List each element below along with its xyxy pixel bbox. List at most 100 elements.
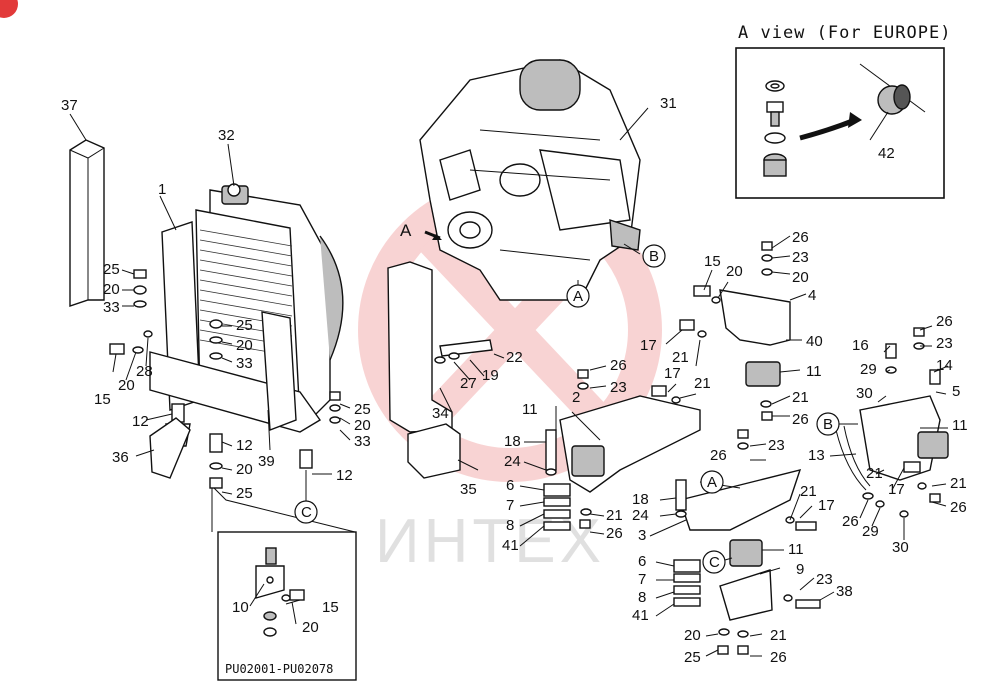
callout-21: 21 [770,627,787,644]
svg-text:C: C [301,504,312,521]
callout-5: 5 [952,383,960,400]
callout-7: 7 [638,571,646,588]
callout-17: 17 [818,497,835,514]
callout-20: 20 [118,377,135,394]
callout-3: 3 [638,527,646,544]
callout-29: 29 [862,523,879,540]
callout-13: 13 [808,447,825,464]
callout-16: 16 [852,337,869,354]
callout-39: 39 [258,453,275,470]
callout-26: 26 [842,513,859,530]
callout-34: 34 [432,405,449,422]
corner-marker [0,0,18,18]
callout-8: 8 [638,589,646,606]
view-title: A view (For EUROPE) [738,23,951,43]
callout-23: 23 [936,335,953,352]
callout-17: 17 [888,481,905,498]
ref-marker-b-engine: B [642,244,666,268]
callout-11: 11 [952,417,968,434]
callout-26: 26 [792,411,809,428]
callout-1: 1 [158,181,166,198]
callout-21: 21 [792,389,809,406]
callout-12: 12 [336,467,353,484]
callout-33: 33 [103,299,120,316]
callout-21: 21 [606,507,623,524]
callout-33: 33 [354,433,371,450]
callout-19: 19 [482,367,499,384]
callout-25: 25 [236,317,253,334]
ref-marker-a-engine: A [566,284,590,308]
callout-11: 11 [806,363,822,380]
callout-11: 11 [522,401,538,418]
callout-6: 6 [506,477,514,494]
callout-30: 30 [892,539,909,556]
callout-20: 20 [726,263,743,280]
callout-23: 23 [768,437,785,454]
callout-26: 26 [770,649,787,666]
serial-range-label: PU02001-PU02078 [225,662,333,676]
callout-22: 22 [506,349,523,366]
callout-15: 15 [322,599,339,616]
mounting-brackets [559,289,949,621]
callout-41: 41 [502,537,519,554]
callout-numbers: 37 32 1 25 20 33 25 20 33 28 20 15 12 36… [61,95,968,666]
coolant-tank [69,139,105,307]
callout-21: 21 [800,483,817,500]
callout-6: 6 [638,553,646,570]
callout-26: 26 [792,229,809,246]
callout-24: 24 [632,507,649,524]
callout-12: 12 [132,413,149,430]
callout-28: 28 [136,363,153,380]
air-guide [387,261,493,479]
view-arrow-letter: A [400,221,412,240]
view-a-frame [735,47,945,199]
callout-20: 20 [792,269,809,286]
serial-inset-parts [255,547,305,637]
svg-text:A: A [707,474,717,491]
svg-text:B: B [649,248,659,265]
ref-marker-c-bracket: C [702,550,726,574]
callout-29: 29 [860,361,877,378]
callout-20: 20 [354,417,371,434]
callout-38: 38 [836,583,853,600]
callout-32: 32 [218,127,235,144]
callout-2: 2 [572,389,580,406]
callout-9: 9 [796,561,804,578]
callout-21: 21 [866,465,883,482]
callout-15: 15 [704,253,721,270]
callout-10: 10 [232,599,249,616]
callout-25: 25 [354,401,371,418]
callout-20: 20 [236,461,253,478]
callout-8: 8 [506,517,514,534]
callout-17: 17 [640,337,657,354]
callout-7: 7 [506,497,514,514]
callout-26: 26 [610,357,627,374]
callout-20: 20 [236,337,253,354]
engine [419,59,641,301]
callout-18: 18 [632,491,649,508]
callout-4: 4 [808,287,816,304]
callout-25: 25 [103,261,120,278]
callout-20: 20 [302,619,319,636]
callout-20: 20 [103,281,120,298]
ref-marker-b-bracket: B [816,412,840,436]
callout-23: 23 [792,249,809,266]
callout-30: 30 [856,385,873,402]
leader-lines [69,107,949,657]
svg-text:A: A [573,288,583,305]
callout-25: 25 [684,649,701,666]
callout-23: 23 [610,379,627,396]
callout-26: 26 [950,499,967,516]
callout-23: 23 [816,571,833,588]
callout-35: 35 [460,481,477,498]
callout-24: 24 [504,453,521,470]
callout-14: 14 [936,357,953,374]
radiator-assembly [149,183,344,433]
callout-20: 20 [684,627,701,644]
callout-42: 42 [878,145,895,162]
serial-inset-frame [217,531,357,681]
callout-18: 18 [504,433,521,450]
callout-26: 26 [606,525,623,542]
svg-text:C: C [709,554,720,571]
